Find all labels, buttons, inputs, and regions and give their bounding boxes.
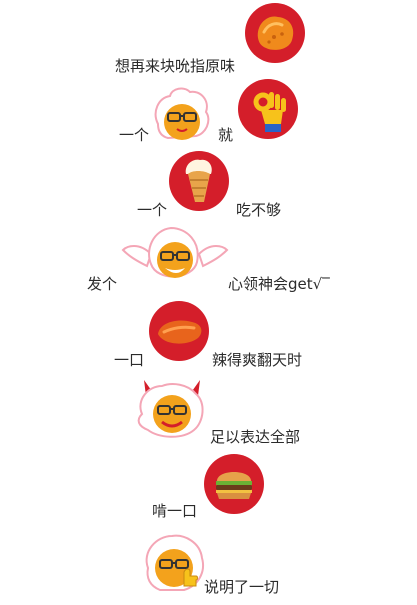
row2-text-left: 一个 bbox=[119, 126, 150, 144]
chicken-wing-icon bbox=[148, 300, 210, 362]
devil-colonel-icon bbox=[132, 372, 212, 444]
row4-text-right: 心领神会get√‾ bbox=[228, 275, 330, 293]
row6-text: 足以表达全部 bbox=[210, 428, 301, 446]
row3-text-right: 吃不够 bbox=[236, 201, 282, 219]
ok-hand-icon bbox=[237, 78, 299, 140]
row3-text-left: 一个 bbox=[137, 201, 168, 219]
row5-text-right: 辣得爽翻天时 bbox=[212, 351, 303, 369]
row4-text-left: 发个 bbox=[87, 275, 118, 293]
burger-icon bbox=[203, 453, 265, 515]
chicken-nugget-icon bbox=[244, 2, 306, 64]
row1-text: 想再来块吮指原味 bbox=[115, 57, 236, 75]
angel-colonel-icon bbox=[121, 220, 229, 290]
row5-text-left: 一口 bbox=[114, 351, 145, 369]
row8-text: 说明了一切 bbox=[204, 578, 280, 596]
ice-cream-cone-icon bbox=[168, 150, 230, 212]
row7-text: 啃一口 bbox=[152, 502, 198, 520]
thumbs-up-colonel-icon bbox=[140, 528, 210, 600]
row2-text-right: 就 bbox=[218, 126, 234, 144]
colonel-face-icon bbox=[150, 84, 214, 148]
